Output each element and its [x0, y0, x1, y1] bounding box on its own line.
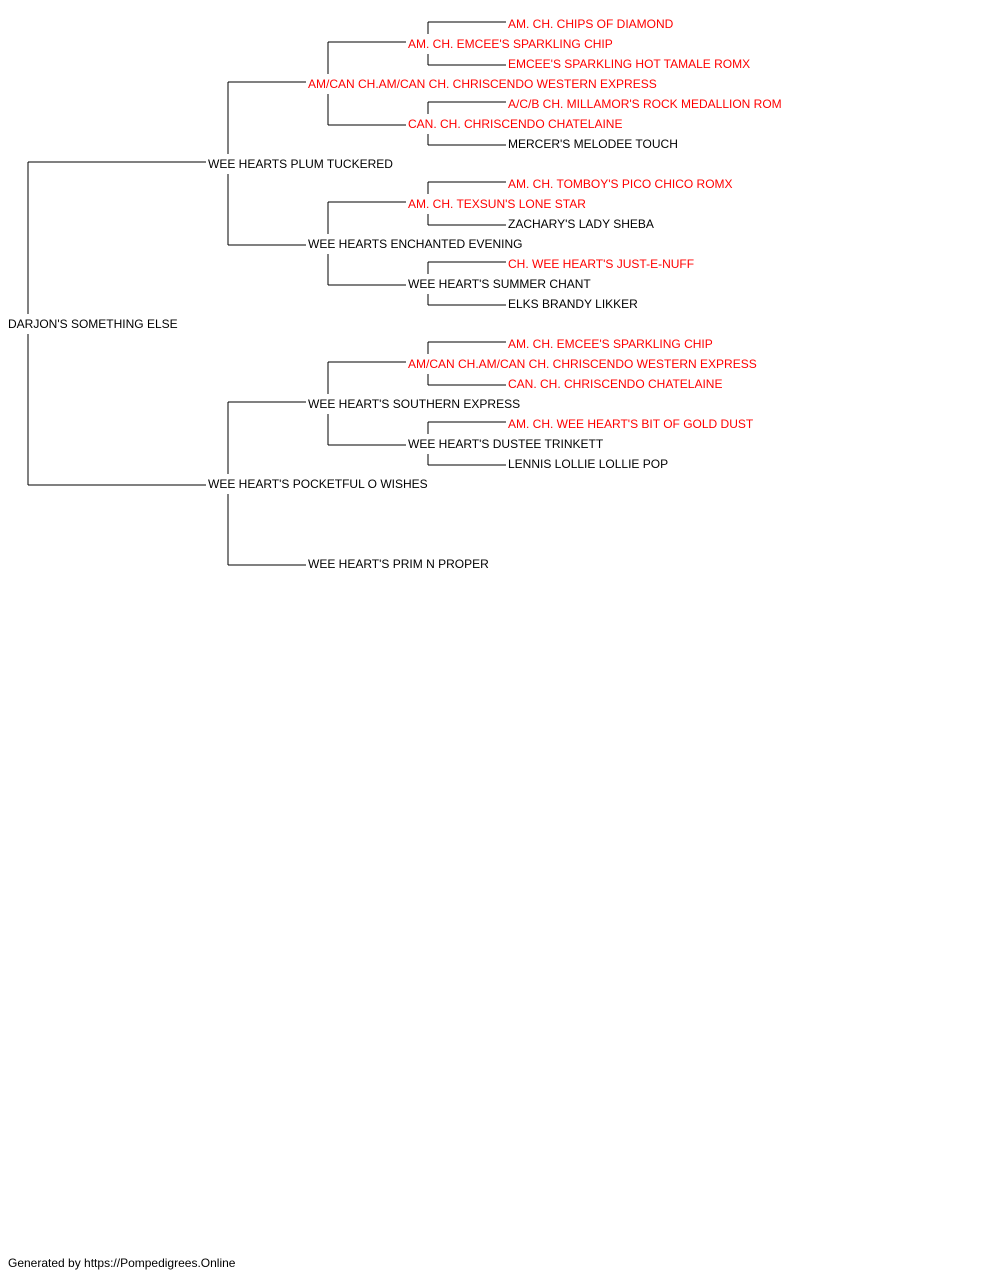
- dog-name: AM. CH. WEE HEART'S BIT OF GOLD DUST: [508, 417, 754, 431]
- dog-name: AM. CH. EMCEE'S SPARKLING CHIP: [408, 37, 613, 51]
- dog-name: CAN. CH. CHRISCENDO CHATELAINE: [408, 117, 622, 131]
- dog-name: MERCER'S MELODEE TOUCH: [508, 137, 678, 151]
- dog-name: WEE HEARTS ENCHANTED EVENING: [308, 237, 522, 251]
- dog-name: A/C/B CH. MILLAMOR'S ROCK MEDALLION ROM: [508, 97, 782, 111]
- pedigree-tree: DARJON'S SOMETHING ELSE WEE HEARTS PLUM T…: [8, 17, 782, 571]
- footer-credit: Generated by https://Pompedigrees.Online: [8, 1256, 236, 1270]
- dog-name: ZACHARY'S LADY SHEBA: [508, 217, 654, 231]
- dog-name: DARJON'S SOMETHING ELSE: [8, 317, 178, 331]
- dog-name: WEE HEART'S SUMMER CHANT: [408, 277, 591, 291]
- dog-name: WEE HEART'S DUSTEE TRINKETT: [408, 437, 604, 451]
- dog-name: AM. CH. TEXSUN'S LONE STAR: [408, 197, 586, 211]
- dog-name: ELKS BRANDY LIKKER: [508, 297, 638, 311]
- dog-name: WEE HEART'S PRIM N PROPER: [308, 557, 489, 571]
- dog-name: AM/CAN CH.AM/CAN CH. CHRISCENDO WESTERN …: [408, 357, 757, 371]
- dog-name: CAN. CH. CHRISCENDO CHATELAINE: [508, 377, 722, 391]
- dog-name: EMCEE'S SPARKLING HOT TAMALE ROMX: [508, 57, 750, 71]
- dog-name: AM. CH. CHIPS OF DIAMOND: [508, 17, 674, 31]
- dog-name: WEE HEART'S POCKETFUL O WISHES: [208, 477, 428, 491]
- dog-name: CH. WEE HEART'S JUST-E-NUFF: [508, 257, 694, 271]
- dog-name: WEE HEARTS PLUM TUCKERED: [208, 157, 393, 171]
- dog-name: LENNIS LOLLIE LOLLIE POP: [508, 457, 668, 471]
- dog-name: AM/CAN CH.AM/CAN CH. CHRISCENDO WESTERN …: [308, 77, 657, 91]
- dog-name: AM. CH. TOMBOY'S PICO CHICO ROMX: [508, 177, 733, 191]
- dog-name: AM. CH. EMCEE'S SPARKLING CHIP: [508, 337, 713, 351]
- dog-name: WEE HEART'S SOUTHERN EXPRESS: [308, 397, 520, 411]
